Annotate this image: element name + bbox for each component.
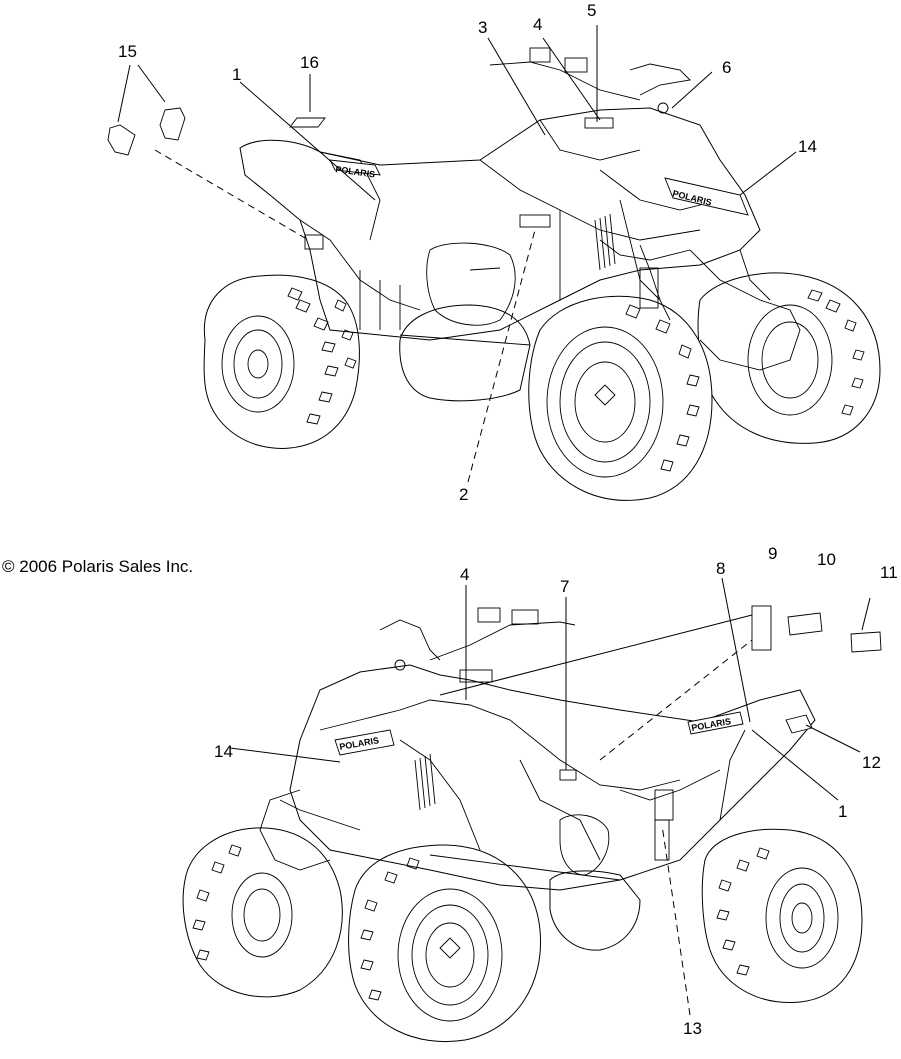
bottom-leader-lines (229, 577, 871, 1016)
top-decal-16 (289, 117, 326, 128)
bottom-decal-9 (751, 605, 772, 651)
callout-bottom-9: 9 (768, 544, 777, 563)
top-callout-labels: 15 16 1 3 4 5 6 14 2 (118, 1, 817, 504)
bottom-front-far-wheel (182, 827, 343, 998)
callout-bottom-10: 10 (817, 550, 836, 569)
top-body: POLARIS POLARIS (107, 47, 801, 371)
bottom-decal-12 (785, 714, 813, 734)
bottom-rear-right-wheel (701, 828, 863, 1003)
callout-bottom-4: 4 (460, 565, 469, 584)
top-front-left-wheel (528, 295, 713, 501)
top-rear-right-wheel (399, 304, 531, 402)
atv-bottom-view: POLARIS POLARIS 4 7 8 (182, 544, 898, 1042)
callout-top-3: 3 (478, 18, 487, 37)
callout-bottom-14: 14 (214, 742, 233, 761)
callout-bottom-11: 11 (880, 563, 898, 582)
callout-top-2: 2 (459, 485, 468, 504)
bottom-decal-11 (850, 631, 882, 653)
callout-top-16: 16 (300, 53, 319, 72)
top-leader-lines (117, 25, 797, 483)
copyright-notice: © 2006 Polaris Sales Inc. (2, 557, 193, 576)
top-decal-15a (107, 124, 136, 156)
bottom-decal-10 (787, 612, 823, 636)
bottom-callout-labels: 4 7 8 9 10 11 14 12 1 13 (214, 544, 898, 1038)
bottom-body: POLARIS POLARIS (259, 605, 882, 891)
callout-top-4: 4 (533, 15, 542, 34)
atv-top-view: POLARIS POLARIS 15 16 (107, 1, 881, 504)
bottom-rear-left-wheel (549, 870, 641, 951)
top-decal-15b (159, 107, 186, 141)
callout-bottom-1: 1 (838, 802, 847, 821)
callout-top-14: 14 (798, 137, 817, 156)
top-rear-left-wheel (203, 274, 360, 449)
callout-top-6: 6 (722, 58, 731, 77)
callout-top-15: 15 (118, 42, 137, 61)
callout-bottom-7: 7 (560, 577, 569, 596)
callout-bottom-13: 13 (683, 1019, 702, 1038)
callout-bottom-12: 12 (862, 753, 881, 772)
callout-top-1: 1 (232, 65, 241, 84)
callout-top-5: 5 (587, 1, 596, 20)
top-front-right-wheel (697, 272, 881, 444)
callout-bottom-8: 8 (716, 559, 725, 578)
bottom-front-near-wheel (348, 844, 542, 1042)
